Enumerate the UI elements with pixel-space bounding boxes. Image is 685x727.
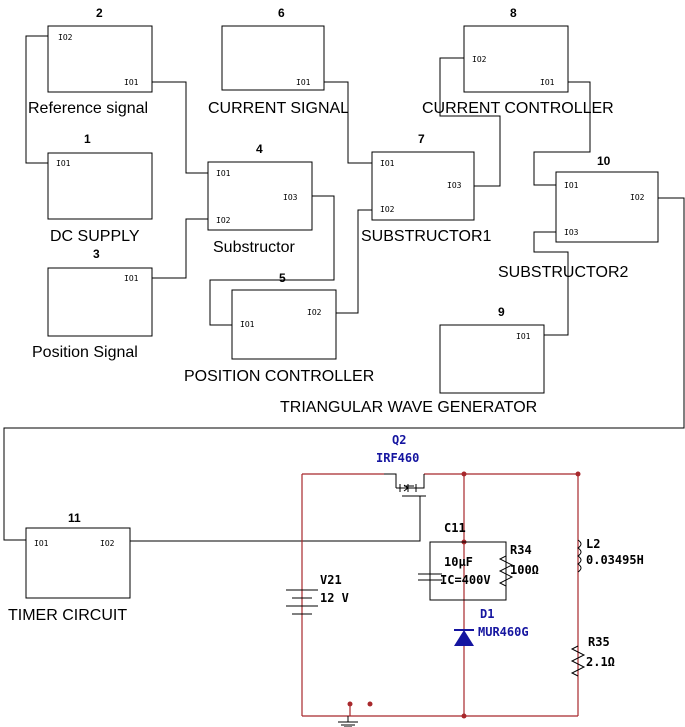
block-number: 5 — [279, 271, 286, 285]
block-label: Position Signal — [32, 344, 138, 361]
wire — [130, 496, 421, 542]
block-number: 9 — [498, 305, 505, 319]
block-triangular-wave-generator[interactable]: 9 IO1 TRIANGULAR WAVE GENERATOR — [280, 305, 545, 416]
diode-d1-symbol[interactable]: D1 MUR460G — [454, 607, 529, 646]
junction-dot — [347, 701, 353, 707]
pin-label: IO1 — [516, 332, 531, 341]
pin-label: IO2 — [630, 193, 645, 202]
pin-label: IO2 — [58, 33, 73, 42]
component-ref: V21 — [320, 573, 342, 587]
component-value: 12 V — [320, 591, 349, 605]
component-value: IRF460 — [376, 451, 419, 465]
wire — [424, 473, 579, 716]
block-current-controller[interactable]: 8 IO2 IO1 CURRENT CONTROLLER — [422, 6, 614, 117]
pin-label: IO1 — [380, 159, 395, 168]
pin-label: IO3 — [447, 181, 462, 190]
component-value: 100Ω — [510, 563, 539, 577]
block-label: SUBSTRUCTOR1 — [361, 228, 491, 245]
wire — [533, 231, 569, 336]
component-value: 2.1Ω — [586, 655, 615, 669]
inductor-l2-symbol[interactable]: L2 0.03495H — [577, 537, 644, 573]
pin-label: IO2 — [307, 308, 322, 317]
component-ref: R34 — [510, 543, 532, 557]
wire — [439, 57, 501, 187]
block-dc-supply[interactable]: 1 IO1 DC SUPPLY — [47, 132, 153, 245]
component-value: 0.03495H — [586, 553, 644, 567]
component-initial-condition: IC=400V — [440, 573, 491, 587]
component-ref: Q2 — [392, 433, 406, 447]
wire — [533, 81, 591, 186]
wire — [25, 35, 48, 164]
resistor-r34-symbol[interactable]: R34 100Ω — [498, 542, 539, 600]
pin-label: IO2 — [216, 216, 231, 225]
junction-dot — [461, 713, 467, 719]
block-label: POSITION CONTROLLER — [184, 368, 374, 385]
block-number: 3 — [93, 247, 100, 261]
block-number: 7 — [418, 132, 425, 146]
pin-label: IO1 — [564, 181, 579, 190]
wire — [336, 209, 372, 314]
resistor-r35-symbol[interactable]: R35 2.1Ω — [570, 635, 615, 677]
block-label: Reference signal — [28, 100, 148, 117]
junction-dot — [367, 701, 373, 707]
block-number: 6 — [278, 6, 285, 20]
block-label: CURRENT SIGNAL — [208, 100, 349, 117]
pin-label: IO3 — [564, 228, 579, 237]
block-number: 11 — [68, 511, 81, 525]
block-reference-signal[interactable]: 2 IO2 IO1 Reference signal — [28, 6, 153, 117]
block-substructor1[interactable]: 7 IO1 IO2 IO3 SUBSTRUCTOR1 — [361, 132, 491, 245]
block-label: SUBSTRUCTOR2 — [498, 264, 628, 281]
junction-dot — [575, 471, 581, 477]
component-value: 10µF — [444, 555, 473, 569]
block-label: TRIANGULAR WAVE GENERATOR — [280, 399, 537, 416]
signal-wires — [3, 35, 685, 542]
wire — [152, 218, 208, 279]
component-ref: L2 — [586, 537, 600, 551]
block-number: 10 — [597, 154, 611, 168]
block-current-signal[interactable]: 6 IO1 CURRENT SIGNAL — [208, 6, 349, 117]
battery-v21-symbol[interactable]: V21 12 V — [286, 573, 349, 615]
block-substructor[interactable]: 4 IO1 IO2 IO3 Substructor — [207, 142, 313, 256]
pin-label: IO1 — [296, 78, 311, 87]
junction-dot — [461, 471, 467, 477]
block-label: CURRENT CONTROLLER — [422, 100, 614, 117]
wire — [324, 81, 372, 164]
block-number: 2 — [96, 6, 103, 20]
pin-label: IO3 — [283, 193, 298, 202]
block-label: DC SUPPLY — [50, 228, 140, 245]
pin-label: IO1 — [34, 539, 49, 548]
component-ref: C11 — [444, 521, 466, 535]
pin-label: IO1 — [240, 320, 255, 329]
power-wires — [301, 471, 581, 719]
capacitor-c11-symbol[interactable]: C11 10µF IC=400V — [418, 521, 507, 601]
component-value: MUR460G — [478, 625, 529, 639]
block-number: 4 — [256, 142, 263, 156]
pin-label: IO1 — [124, 78, 139, 87]
wire — [3, 197, 685, 541]
component-ref: R35 — [588, 635, 610, 649]
block-timer-circuit[interactable]: 11 IO1 IO2 TIMER CIRCUIT — [8, 511, 131, 624]
wire — [209, 195, 335, 326]
mosfet-q2-symbol[interactable]: Q2 IRF460 — [376, 433, 426, 497]
pin-label: IO1 — [124, 274, 139, 283]
block-position-controller[interactable]: 5 IO1 IO2 POSITION CONTROLLER — [184, 271, 374, 385]
block-number: 8 — [510, 6, 517, 20]
block-substructor2[interactable]: 10 IO1 IO3 IO2 SUBSTRUCTOR2 — [498, 154, 659, 281]
pin-label: IO1 — [56, 159, 71, 168]
block-label: TIMER CIRCUIT — [8, 607, 127, 624]
component-ref: D1 — [480, 607, 494, 621]
block-label: Substructor — [213, 239, 295, 256]
pin-label: IO1 — [216, 169, 231, 178]
block-number: 1 — [84, 132, 91, 146]
pin-label: IO2 — [100, 539, 115, 548]
wire — [152, 81, 208, 174]
block-position-signal[interactable]: 3 IO1 Position Signal — [32, 247, 153, 361]
pin-label: IO2 — [380, 205, 395, 214]
pin-label: IO2 — [472, 55, 487, 64]
ground-icon — [338, 716, 358, 727]
pin-label: IO1 — [540, 78, 555, 87]
